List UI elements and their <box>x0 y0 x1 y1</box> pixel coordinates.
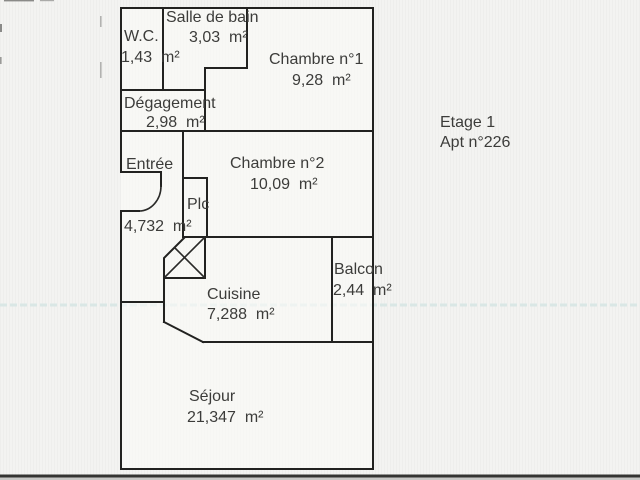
scan-speck-left-1 <box>0 24 2 32</box>
wall-outer-boundary <box>120 7 374 470</box>
room-area-wc: 1,43 m² <box>121 49 180 66</box>
wall-cuisine-diagonal <box>162 320 205 344</box>
scan-speck-left-2 <box>0 57 2 64</box>
room-label-cuisine: Cuisine <box>207 286 260 303</box>
room-area-degagement: 2,98 m² <box>146 114 205 131</box>
scan-speck-top-1 <box>4 0 34 2</box>
room-label-degagement: Dégagement <box>124 95 216 112</box>
room-label-balcon: Balcon <box>334 261 383 278</box>
legend-floor: Etage 1 <box>440 114 495 131</box>
room-label-salle-de-bain: Salle de bain <box>166 9 259 26</box>
scan-speck-top-2 <box>40 0 54 2</box>
scan-bottom-light-bar <box>0 477 640 480</box>
room-labels: W.C. 1,43 m² Salle de bain 3,03 m² Chamb… <box>121 9 392 426</box>
scan-bottom-border <box>0 474 640 480</box>
title-block: Etage 1 Apt n°226 <box>440 114 511 151</box>
room-area-cuisine: 7,288 m² <box>207 306 275 323</box>
room-area-salle-de-bain: 3,03 m² <box>189 29 248 46</box>
room-label-chambre1: Chambre n°1 <box>269 51 364 68</box>
entry-door-recess-wall <box>120 171 162 187</box>
duct-box-outline <box>163 236 206 279</box>
legend-apartment: Apt n°226 <box>440 134 511 151</box>
entry-door-swing-arc <box>138 185 162 212</box>
walls <box>120 7 374 470</box>
room-area-sejour: 21,347 m² <box>187 409 264 426</box>
room-area-chambre1: 9,28 m² <box>292 72 351 89</box>
room-label-placard: Plc <box>187 196 209 213</box>
room-area-entree: 4,732 m² <box>124 218 192 235</box>
room-label-sejour: Séjour <box>189 388 236 405</box>
duct-box-diagonal-2 <box>173 246 206 279</box>
room-label-wc: W.C. <box>124 28 159 45</box>
room-area-chambre2: 10,09 m² <box>250 176 318 193</box>
scan-bottom-dark-bar <box>0 474 640 478</box>
scan-speck-mid-2 <box>100 62 102 78</box>
room-area-balcon: 2,44 m² <box>333 282 392 299</box>
room-label-entree: Entrée <box>126 156 173 173</box>
room-label-chambre2: Chambre n°2 <box>230 155 325 172</box>
scan-speck-mid-1 <box>100 16 102 27</box>
